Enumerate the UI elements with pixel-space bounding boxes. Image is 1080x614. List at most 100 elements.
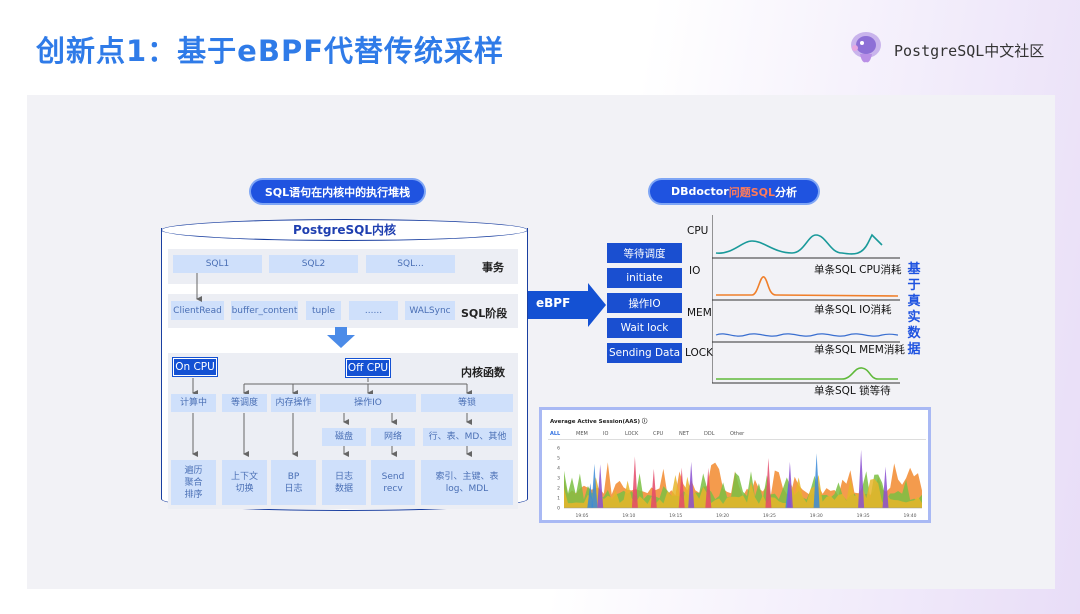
lock-line xyxy=(716,367,898,380)
aas-spike xyxy=(597,464,604,508)
aas-spike xyxy=(631,456,638,508)
kernel-cylinder-top xyxy=(161,219,528,241)
vertical-caption: 基 于 真 实 数 据 xyxy=(904,262,924,358)
brand-name: PostgreSQL中文社区 xyxy=(894,42,1045,60)
stack-connectors xyxy=(192,273,472,457)
aas-tab-net[interactable]: NET xyxy=(679,431,689,437)
lock-types: 行、表、MD、其他 xyxy=(423,428,512,446)
aas-spike xyxy=(688,461,695,508)
off-cpu-box: Off CPU xyxy=(346,359,390,377)
caption-cpu: 单条SQL CPU消耗 xyxy=(814,264,902,276)
ebpf-label: eBPF xyxy=(536,296,571,310)
dbdoctor-prefix: DBdoctor xyxy=(670,185,729,198)
series-label-mem: MEM xyxy=(687,307,712,319)
sql1-box: SQL1 xyxy=(173,255,262,273)
caption-lock: 单条SQL 锁等待 xyxy=(814,385,891,397)
stage-buffer-content: buffer_content xyxy=(231,301,298,320)
aas-spike xyxy=(705,467,712,508)
dbdoctor-suffix: 分析 xyxy=(775,185,797,199)
aas-y-tick: 6 xyxy=(557,446,560,452)
aas-y-tick: 5 xyxy=(557,456,560,462)
aas-tab-io[interactable]: IO xyxy=(603,431,609,437)
aas-tabbar xyxy=(548,430,926,440)
aas-tab-cpu[interactable]: CPU xyxy=(653,431,664,437)
aas-x-tick: 19:10 xyxy=(622,513,635,519)
aas-x-tick: 19:40 xyxy=(904,513,917,519)
resource-lines xyxy=(712,215,900,384)
sql-stage-label: SQL阶段 xyxy=(461,307,508,320)
series-label-cpu: CPU xyxy=(687,225,709,237)
stage-clientread: ClientRead xyxy=(171,301,224,320)
series-label-io: IO xyxy=(689,265,701,277)
dbdoctor-highlight: 问题SQL xyxy=(728,185,775,199)
aas-spike xyxy=(813,453,820,508)
aas-y-tick: 0 xyxy=(557,506,560,512)
caption-io: 单条SQL IO消耗 xyxy=(814,304,892,316)
help-icon[interactable]: ⓘ xyxy=(641,419,648,425)
detail-index-key-table: 索引、主键、表 log、MDL xyxy=(421,460,513,505)
aas-title: Average Active Session(AAS) ⓘ xyxy=(550,417,647,425)
vchar: 数 xyxy=(907,326,921,341)
aas-tab-other[interactable]: Other xyxy=(730,431,745,437)
aas-tab-ddl[interactable]: DDL xyxy=(704,431,715,437)
aas-tab-lock[interactable]: LOCK xyxy=(625,431,639,437)
func-lock: 等锁 xyxy=(421,394,513,412)
func-scheduling: 等调度 xyxy=(222,394,267,412)
aas-spike xyxy=(650,468,657,508)
aas-x-tick: 19:25 xyxy=(763,513,776,519)
page-title: 创新点1：基于eBPF代替传统采样 xyxy=(36,34,505,68)
vchar: 基 xyxy=(907,262,921,277)
metric-wait-schedule: 等待调度 xyxy=(607,243,682,263)
vchar: 实 xyxy=(907,310,921,325)
sql-more-box: SQL... xyxy=(366,255,455,273)
stage-tuple: tuple xyxy=(306,301,341,320)
aas-tab-mem[interactable]: MEM xyxy=(576,431,588,437)
stage-walsync: WALSync xyxy=(405,301,455,320)
cpu-line xyxy=(715,233,883,255)
vchar: 真 xyxy=(907,294,921,309)
func-memory: 内存操作 xyxy=(271,394,316,412)
aas-area-series xyxy=(564,475,922,508)
aas-y-tick: 2 xyxy=(557,486,560,492)
series-label-lock: LOCK xyxy=(685,347,713,359)
detail-log-data: 日志 数据 xyxy=(322,460,366,505)
aas-spike xyxy=(587,483,594,508)
sql-stage-band xyxy=(168,294,518,328)
mem-line xyxy=(715,333,899,337)
aas-tab-all[interactable]: ALL xyxy=(550,431,561,437)
aas-x-tick: 19:15 xyxy=(669,513,682,519)
detail-context-switch: 上下文 切换 xyxy=(222,460,267,505)
metric-initiate: initiate xyxy=(607,268,682,288)
aas-x-tick: 19:30 xyxy=(810,513,823,519)
aas-y-tick: 3 xyxy=(557,476,560,482)
aas-x-tick: 19:05 xyxy=(576,513,589,519)
vchar: 据 xyxy=(907,342,921,357)
aas-spike xyxy=(678,467,685,508)
aas-spike xyxy=(765,457,772,508)
caption-mem: 单条SQL MEM消耗 xyxy=(814,344,905,356)
func-io: 操作IO xyxy=(320,394,416,412)
aas-spike xyxy=(786,461,793,508)
detail-send-recv: Send recv xyxy=(371,460,415,505)
cylinder-label: PostgreSQL内核 xyxy=(292,223,397,237)
detail-bp-log: BP 日志 xyxy=(271,460,316,505)
sql2-box: SQL2 xyxy=(269,255,358,273)
stage-ellipsis: ...... xyxy=(349,301,398,320)
kernel-function-label: 内核函数 xyxy=(461,366,505,379)
aas-y-tick: 1 xyxy=(557,496,560,502)
aas-x-tick: 19:35 xyxy=(857,513,870,519)
io-line xyxy=(716,276,899,297)
metric-sending-data: Sending Data xyxy=(607,343,682,363)
detail-iterate-aggregate-sort: 遍历 聚合 排序 xyxy=(171,460,216,505)
aas-chart-card: Average Active Session(AAS) ⓘ ALL MEM IO… xyxy=(539,407,931,523)
on-cpu-box: On CPU xyxy=(173,358,217,376)
io-disk: 磁盘 xyxy=(322,428,366,446)
func-computing: 计算中 xyxy=(171,394,216,412)
aas-spike xyxy=(882,466,889,508)
postgresql-elephant-logo xyxy=(851,32,881,63)
aas-spike xyxy=(591,463,598,508)
transaction-label: 事务 xyxy=(482,261,504,274)
metric-wait-lock: Wait lock xyxy=(607,318,682,338)
